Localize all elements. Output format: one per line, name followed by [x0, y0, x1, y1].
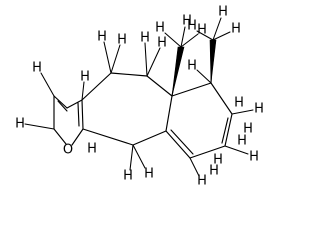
- h-bond-5: [144, 42, 148, 77]
- bond-ring6-c5a-c6: [171, 82, 212, 97]
- bond-furan-c3-c3a: [66, 99, 83, 109]
- hydrogen-label: H: [243, 122, 253, 137]
- bond-ring6-double-2: [170, 129, 194, 155]
- hydrogen-label: H: [249, 150, 259, 165]
- bond-ring6-double-1: [221, 117, 229, 144]
- bond-furan-double-2: [77, 102, 80, 127]
- bond-ring6-c8-c9: [189, 145, 226, 159]
- h-bond-15: [224, 145, 249, 155]
- hydrogen-label: H: [140, 31, 150, 46]
- h-bond-16: [189, 157, 200, 177]
- h-bond-14: [231, 109, 254, 115]
- wedge-bond-c6-methyl: [209, 39, 217, 84]
- bond-ring7-c5-c5a: [146, 75, 173, 97]
- bond-ring6-c9-c9a: [165, 130, 191, 159]
- hydrogen-label: H: [209, 164, 219, 179]
- h-bond-13: [196, 69, 212, 84]
- hydrogen-label: H: [32, 61, 42, 76]
- structure-diagram: O H H H H H H H H H H H H H H H H H H H …: [15, 5, 264, 187]
- hydrogen-label: H: [80, 70, 90, 85]
- hydrogen-label: H: [234, 96, 244, 111]
- bond-ring7-c10-c7a: [82, 128, 134, 146]
- h-bond-6: [146, 47, 161, 77]
- hydrogen-label: H: [218, 5, 228, 20]
- hydrogen-bonds: [24, 17, 254, 177]
- h-bond-4: [110, 44, 121, 74]
- hydrogen-label: H: [231, 22, 241, 37]
- h-bond-11: [212, 31, 231, 41]
- bond-furan-c2-c3: [53, 95, 68, 109]
- hydrogen-label: H: [97, 30, 107, 45]
- bond-ring7-c5a-c9a: [165, 95, 173, 132]
- hydrogen-label: H: [123, 169, 133, 184]
- bond-furan-c3a-c7a: [81, 99, 84, 130]
- bond-furan-o-c2: [53, 128, 67, 145]
- h-bond-9: [180, 26, 186, 48]
- h-bond-12: [196, 30, 214, 41]
- hydrogen-label: H: [155, 21, 165, 36]
- hydrogen-label: H: [187, 19, 197, 34]
- carbon-skeleton: [53, 39, 233, 159]
- h-bond-1: [40, 72, 55, 97]
- bond-ring7-c4-c5: [110, 72, 148, 77]
- h-bond-7: [164, 32, 182, 48]
- hydrogen-labels: H H H H H H H H H H H H H H H H H H H H …: [15, 5, 264, 187]
- bond-furan-c7a-o: [71, 128, 84, 146]
- hydrogen-label: H: [182, 14, 192, 29]
- hydrogen-label: H: [213, 153, 223, 168]
- bond-ring7-c9a-c10: [132, 130, 167, 146]
- bond-ring7-c3a-c4: [81, 72, 112, 101]
- h-bond-17: [129, 144, 134, 171]
- hydrogen-label: H: [197, 174, 207, 187]
- hydrogen-label: H: [15, 117, 25, 132]
- h-bond-18: [132, 144, 146, 169]
- hydrogen-label: H: [87, 142, 97, 157]
- h-bond-8: [180, 33, 199, 48]
- hydrogen-label: H: [254, 102, 264, 117]
- h-bond-3: [103, 41, 112, 74]
- hydrogen-label: H: [117, 33, 127, 48]
- h-bond-2: [24, 123, 55, 130]
- molecule-svg: O H H H H H H H H H H H H H H H H H H H …: [15, 5, 264, 187]
- hydrogen-label: H: [144, 167, 154, 182]
- h-bond-19: [81, 81, 85, 101]
- oxygen-atom-label: O: [63, 143, 73, 158]
- hydrogen-label: H: [197, 23, 207, 38]
- h-bond-10: [212, 17, 222, 41]
- hydrogen-label: H: [157, 36, 167, 51]
- bond-furan-double-1: [57, 100, 68, 112]
- hydrogen-label: H: [187, 59, 197, 74]
- wedge-bond-c5a-methyl: [171, 46, 185, 97]
- bond-ring6-c6-c7: [210, 82, 233, 115]
- bond-ring6-c7-c8: [224, 113, 233, 147]
- hydrogen-label: H: [237, 134, 247, 149]
